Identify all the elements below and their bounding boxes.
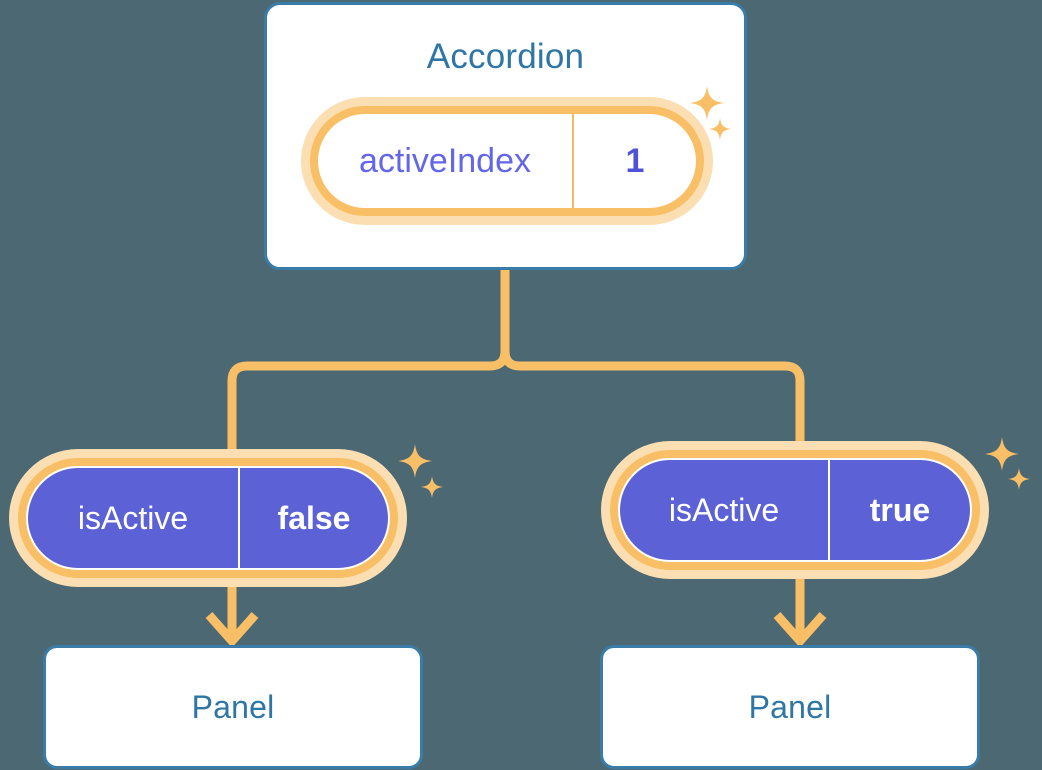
- arrow-down-icon-left: [205, 580, 259, 648]
- state-pill-inner: isActive true: [618, 458, 972, 562]
- sparkle-icon: [421, 476, 443, 498]
- panel-title-left: Panel: [191, 688, 275, 725]
- state-value-active-index: 1: [625, 141, 645, 180]
- state-pill-inner: isActive false: [26, 466, 390, 570]
- panel-card-left[interactable]: Panel: [43, 645, 423, 769]
- state-key-is-active-right: isActive: [620, 460, 830, 560]
- state-pill-inner: activeIndex 1: [318, 114, 696, 208]
- accordion-title: Accordion: [426, 37, 585, 76]
- sparkle-icon: [985, 437, 1019, 471]
- panel-card-right[interactable]: Panel: [600, 645, 980, 769]
- state-key-active-index: activeIndex: [318, 114, 574, 208]
- connector-branch-left: [227, 350, 510, 462]
- connector-branch-right: [500, 350, 805, 455]
- panel-title-right: Panel: [748, 688, 832, 725]
- state-pill-active-index[interactable]: activeIndex 1: [310, 106, 704, 216]
- state-pill-is-active-left[interactable]: isActive false: [18, 458, 398, 578]
- sparkle-icon: [1008, 468, 1030, 490]
- state-value-is-active-left: false: [277, 499, 351, 536]
- state-value-is-active-right: true: [869, 491, 931, 528]
- arrow-down-icon-right: [773, 572, 827, 648]
- sparkle-icon: [398, 444, 432, 478]
- state-key-is-active-left: isActive: [28, 468, 240, 568]
- state-pill-is-active-right[interactable]: isActive true: [610, 450, 980, 570]
